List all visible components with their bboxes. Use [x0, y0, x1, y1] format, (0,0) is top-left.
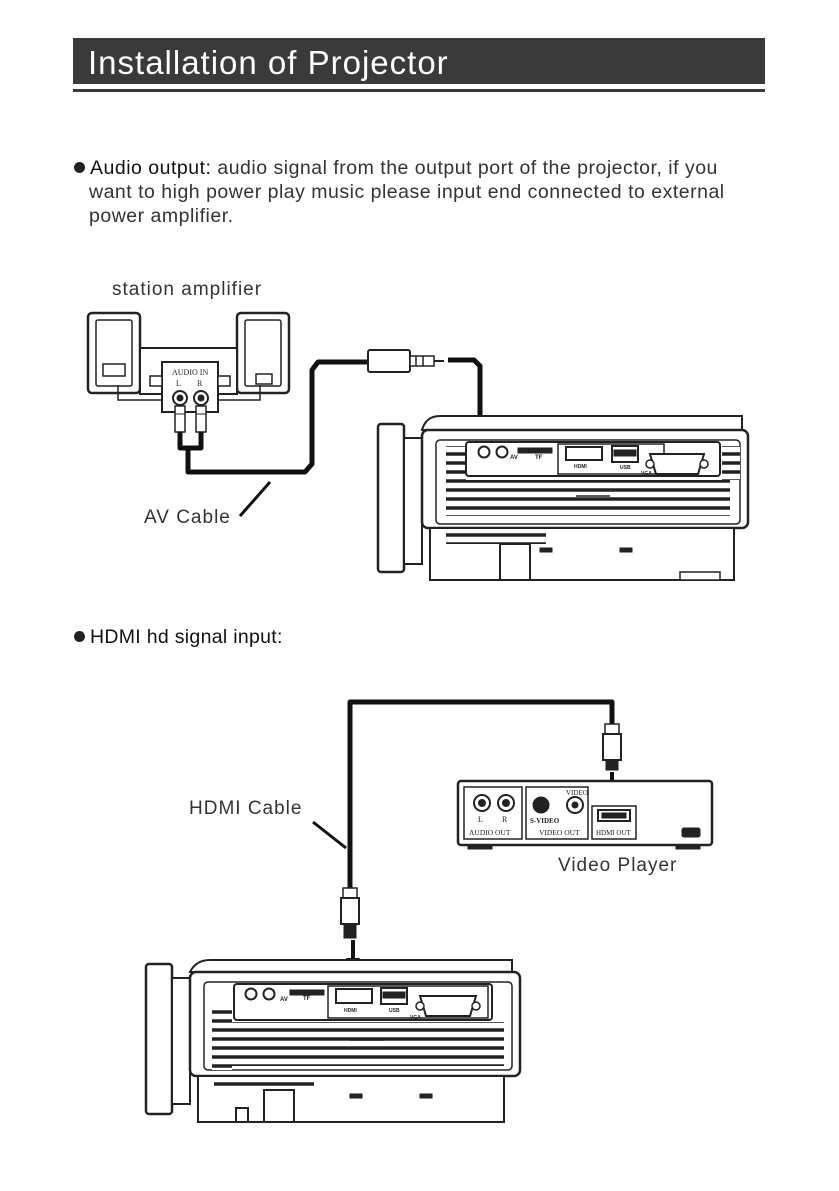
- hdmi-cable-label: HDMI Cable: [189, 798, 303, 819]
- bullet-icon: [74, 631, 85, 642]
- port-vga-label: VGA: [641, 471, 652, 477]
- player-svideo-label: S-VIDEO: [530, 817, 560, 825]
- station-amplifier: [86, 311, 291, 433]
- projector-top: [376, 415, 750, 581]
- port-tf-label-2: TF: [303, 996, 311, 1002]
- amplifier-label: station amplifier: [112, 279, 263, 300]
- amp-r-label: R: [197, 379, 203, 388]
- port-hdmi-label: HDMI: [574, 464, 587, 470]
- audio-output-text-1: audio signal from the output port of the…: [211, 157, 718, 179]
- title-divider: [73, 89, 765, 92]
- amp-l-label: L: [176, 379, 181, 388]
- port-usb-label: USB: [620, 465, 631, 471]
- port-tf-label: TF: [535, 455, 543, 461]
- video-player-label: Video Player: [558, 855, 678, 876]
- av-cable: [177, 357, 483, 517]
- port-usb-label-2: USB: [389, 1008, 400, 1014]
- player-l-label: L: [478, 815, 483, 824]
- page-title: Installation of Projector: [88, 44, 449, 81]
- port-av-label-2: AV: [280, 997, 288, 1003]
- player-audio-out-label: AUDIO OUT: [469, 828, 511, 837]
- port-av-label: AV: [510, 455, 518, 461]
- title-bar: Installation of Projector: [73, 38, 765, 84]
- audio-output-paragraph: Audio output: audio signal from the outp…: [74, 156, 774, 228]
- hdmi-plug-player: [602, 723, 622, 771]
- hdmi-cable: [312, 699, 615, 890]
- player-video-label: VIDEO: [566, 789, 588, 797]
- projector-bottom: [144, 959, 522, 1123]
- port-vga-label-2: VGA: [410, 1015, 421, 1021]
- audio-output-lead: Audio output:: [90, 157, 212, 179]
- amp-audio-in-label: AUDIO IN: [172, 368, 208, 377]
- player-r-label: R: [502, 815, 508, 824]
- video-player: [456, 779, 714, 850]
- av-cable-label: AV Cable: [144, 507, 231, 528]
- av-plug: [367, 349, 444, 373]
- hdmi-heading: HDMI hd signal input:: [74, 626, 283, 649]
- player-video-out-label: VIDEO OUT: [539, 828, 580, 837]
- port-hdmi-label-2: HDMI: [344, 1008, 357, 1014]
- bullet-icon: [74, 162, 85, 173]
- hdmi-plug-projector: [340, 887, 360, 939]
- player-hdmi-out-label: HDMI OUT: [596, 829, 632, 837]
- audio-output-text-3: power amplifier.: [89, 205, 234, 227]
- audio-output-text-2: want to high power play music please inp…: [89, 181, 725, 203]
